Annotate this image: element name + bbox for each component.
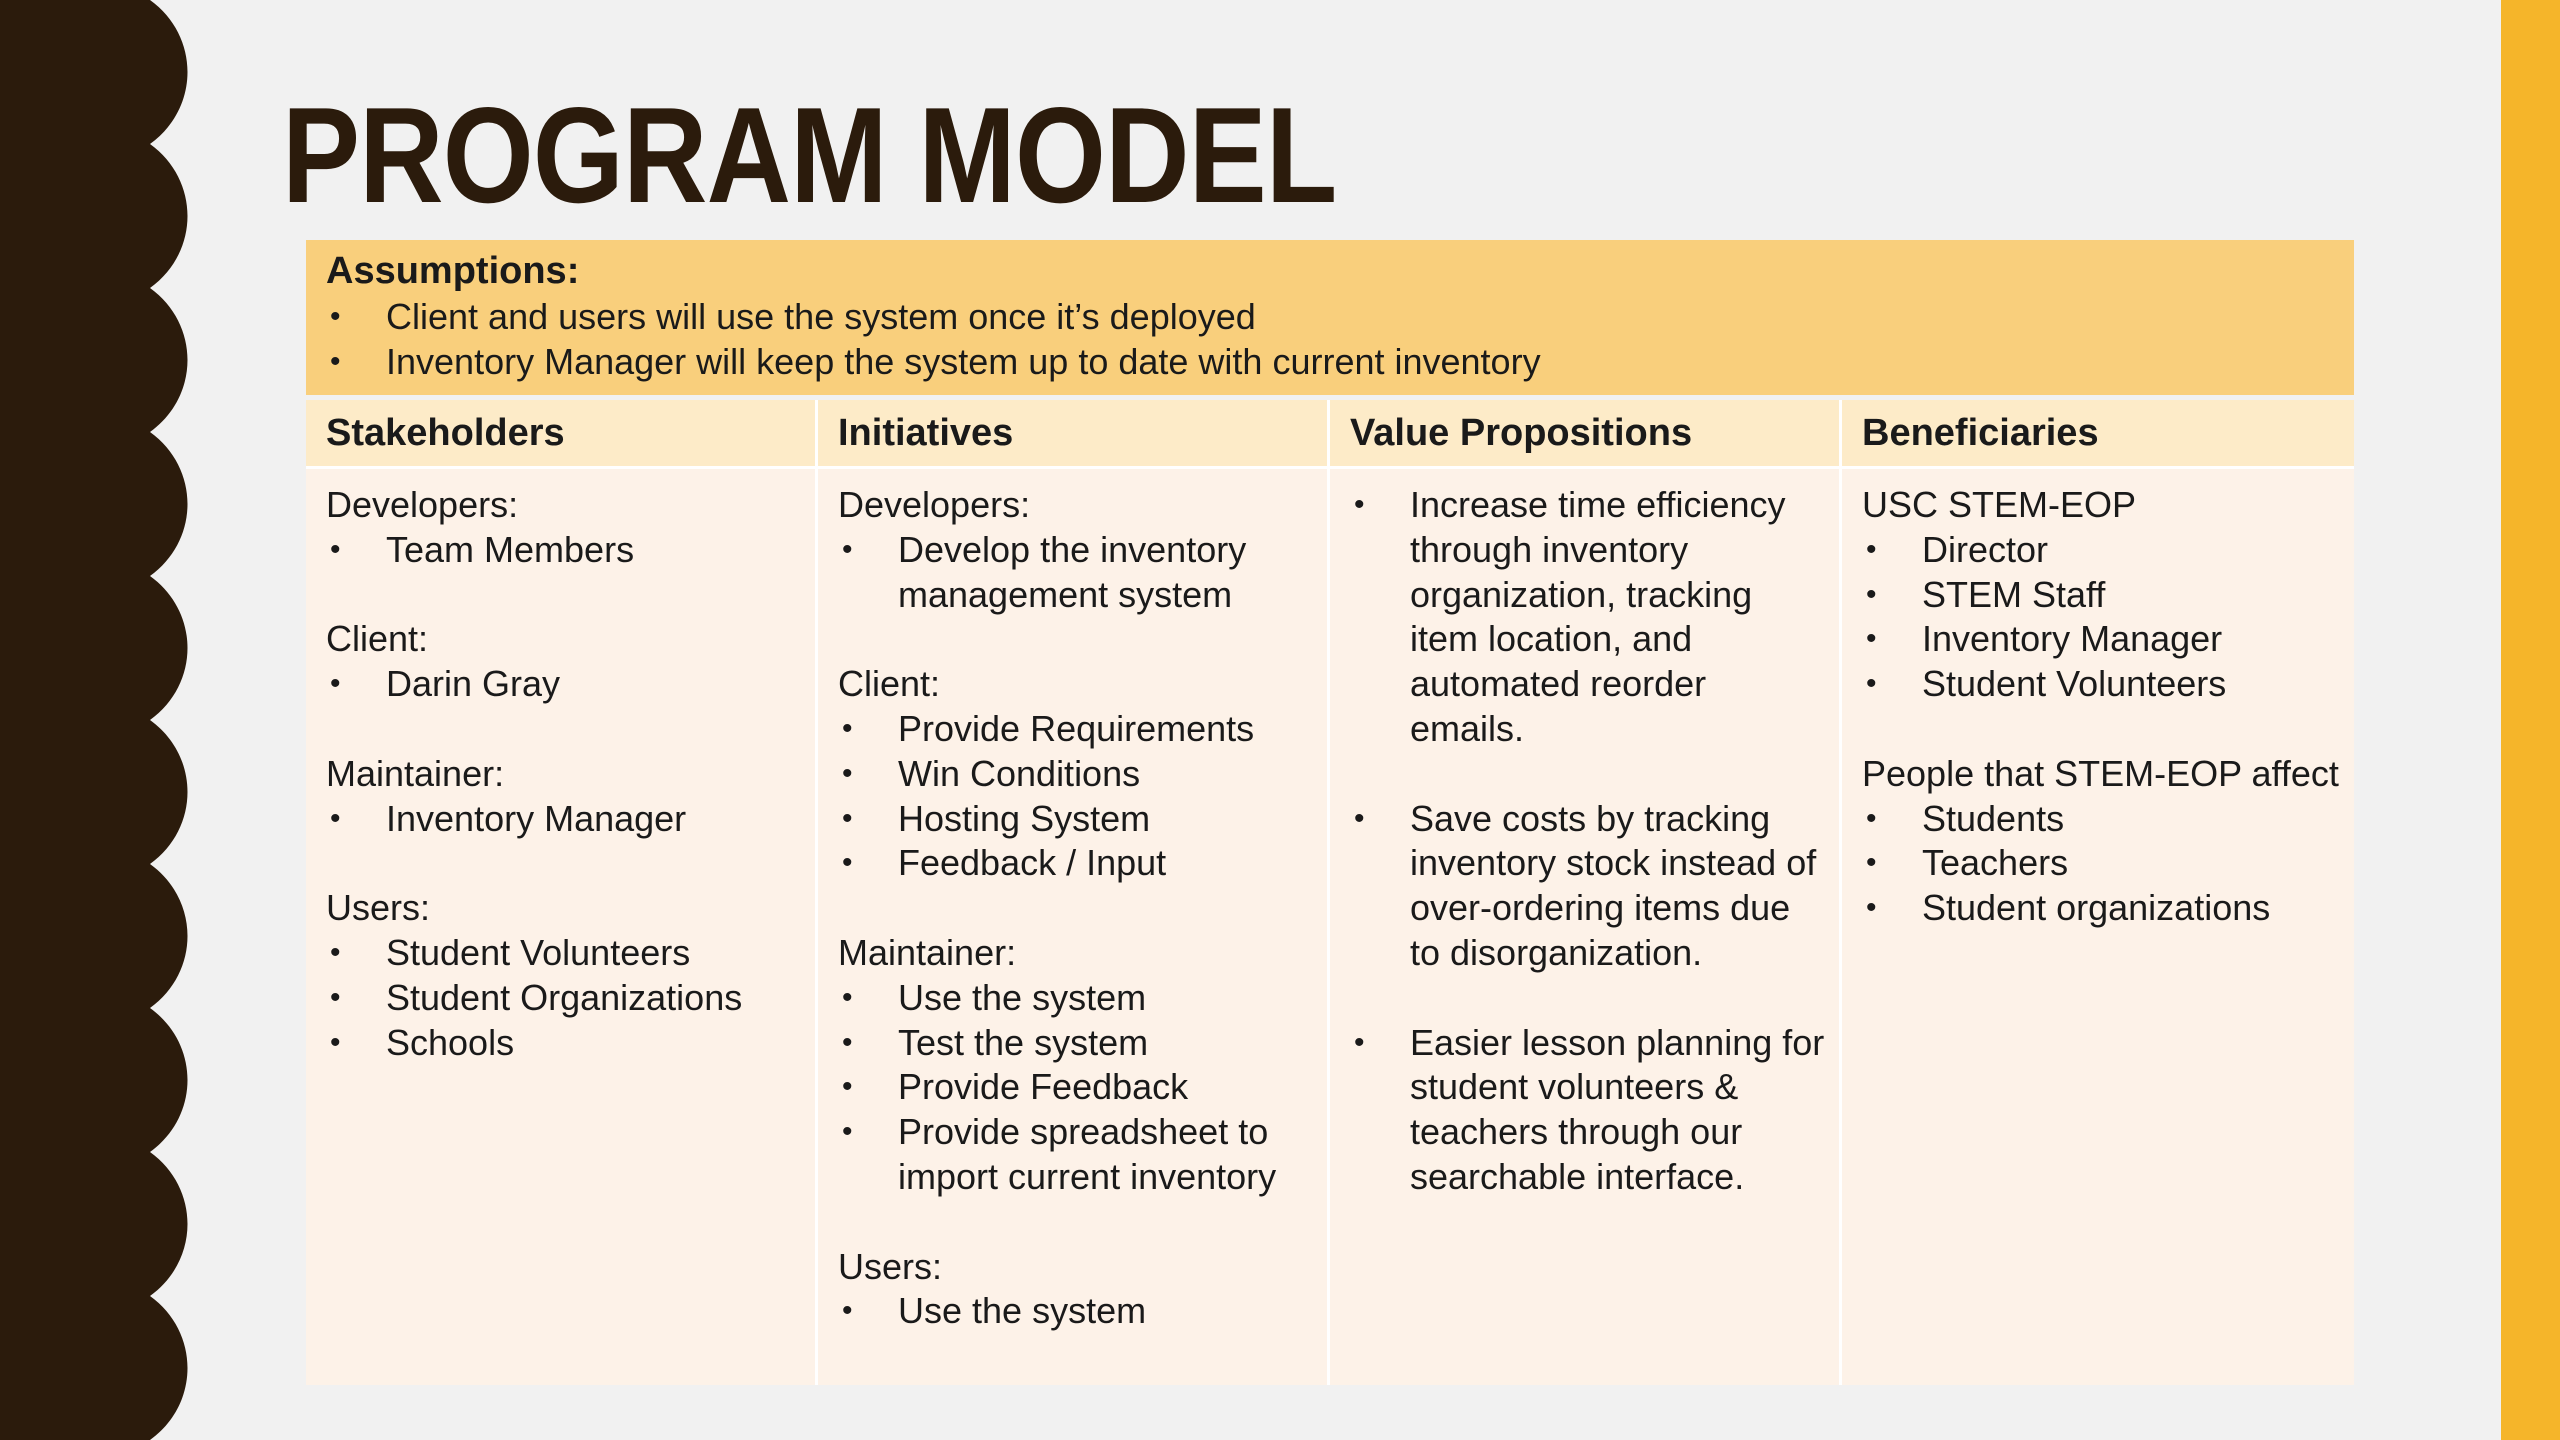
- list-item: •Increase time efficiency: [1350, 483, 1819, 528]
- list-item: •STEM Staff: [1862, 573, 2334, 618]
- list-item: •Provide Requirements: [838, 707, 1307, 752]
- bullet-icon: •: [330, 1025, 341, 1059]
- list-item-continuation: inventory stock instead of: [1410, 842, 1817, 884]
- bullet-icon: •: [842, 711, 853, 745]
- slide-title: PROGRAM MODEL: [282, 79, 1337, 231]
- list-item-continuation: organization, tracking: [1410, 573, 1753, 615]
- column-body: Developers: •Develop the inventory manag…: [818, 469, 1327, 1385]
- list-item: •Easier lesson planning for: [1350, 1021, 1824, 1066]
- list-item-continuation: through inventory: [1410, 528, 1689, 570]
- list-item-continuation: to disorganization.: [1410, 931, 1703, 973]
- group-label: Users:: [838, 1245, 943, 1287]
- bullet-icon: •: [330, 980, 341, 1014]
- column-value-propositions: Value Propositions •Increase time effici…: [1330, 400, 1842, 1385]
- column-header: Stakeholders: [306, 400, 815, 469]
- bullet-icon: •: [1866, 801, 1877, 835]
- list-item: •Use the system: [838, 976, 1307, 1021]
- list-item: •Inventory Manager: [326, 797, 795, 842]
- bullet-icon: •: [842, 1115, 853, 1149]
- list-item-continuation: student volunteers &: [1410, 1066, 1739, 1108]
- bullet-icon: •: [1866, 622, 1877, 656]
- bullet-icon: •: [1866, 667, 1877, 701]
- list-item: •Student Volunteers: [1862, 662, 2334, 707]
- left-wave-band: [0, 0, 188, 1440]
- list-item-continuation: over-ordering items due: [1410, 887, 1791, 929]
- bullet-icon: •: [1866, 846, 1877, 880]
- column-body: •Increase time efficiency through invent…: [1330, 469, 1839, 1385]
- group-label: Maintainer:: [838, 931, 1017, 973]
- list-item: •Director: [1862, 528, 2334, 573]
- column-header: Beneficiaries: [1842, 400, 2354, 469]
- right-accent-bar: [2501, 0, 2560, 1440]
- list-item-continuation: item location, and: [1410, 618, 1693, 660]
- group-label: Client:: [326, 618, 429, 660]
- assumption-item: •Client and users will use the system on…: [330, 296, 1256, 337]
- list-item: •Feedback / Input: [838, 841, 1307, 886]
- bullet-icon: •: [330, 345, 341, 378]
- list-item: •Hosting System: [838, 797, 1307, 842]
- column-stakeholders: Stakeholders Developers: •Team Members C…: [306, 400, 818, 1385]
- list-item: •Inventory Manager: [1862, 617, 2334, 662]
- column-body: Developers: •Team Members Client: •Darin…: [306, 469, 815, 1385]
- list-item: •Student Organizations: [326, 976, 795, 1021]
- column-body: USC STEM-EOP •Director •STEM Staff •Inve…: [1842, 469, 2354, 1385]
- group-label: People that STEM-EOP affect: [1862, 752, 2339, 794]
- list-item: •Provide spreadsheet to: [838, 1110, 1307, 1155]
- column-initiatives: Initiatives Developers: •Develop the inv…: [818, 400, 1330, 1385]
- bullet-icon: •: [330, 801, 341, 835]
- bullet-icon: •: [842, 1070, 853, 1104]
- list-item: •Student Volunteers: [326, 931, 795, 976]
- list-item: •Test the system: [838, 1021, 1307, 1066]
- bullet-icon: •: [1866, 577, 1877, 611]
- bullet-icon: •: [842, 801, 853, 835]
- list-item: •Teachers: [1862, 841, 2334, 886]
- list-item-continuation: import current inventory: [898, 1155, 1277, 1197]
- list-item: •Provide Feedback: [838, 1065, 1307, 1110]
- group-label: Maintainer:: [326, 752, 505, 794]
- bullet-icon: •: [1866, 532, 1877, 566]
- column-header: Initiatives: [818, 400, 1327, 469]
- bullet-icon: •: [330, 935, 341, 969]
- bullet-icon: •: [1354, 1025, 1365, 1059]
- bullet-icon: •: [1866, 891, 1877, 925]
- group-label: Users:: [326, 887, 431, 929]
- bullet-icon: •: [330, 532, 341, 566]
- bullet-icon: •: [1354, 801, 1365, 835]
- assumption-item: •Inventory Manager will keep the system …: [330, 341, 1541, 382]
- program-model-table: Stakeholders Developers: •Team Members C…: [306, 400, 2354, 1385]
- bullet-icon: •: [842, 980, 853, 1014]
- assumptions-box: Assumptions: •Client and users will use …: [306, 240, 2354, 395]
- bullet-icon: •: [1354, 488, 1365, 521]
- bullet-icon: •: [842, 1294, 853, 1328]
- list-item: •Schools: [326, 1021, 795, 1066]
- list-item: •Win Conditions: [838, 752, 1307, 797]
- bullet-icon: •: [842, 1025, 853, 1059]
- list-item-continuation: emails.: [1410, 707, 1525, 749]
- bullet-icon: •: [330, 667, 341, 701]
- group-label: USC STEM-EOP: [1862, 484, 2137, 525]
- list-item: •Students: [1862, 797, 2334, 842]
- list-item-continuation: searchable interface.: [1410, 1155, 1745, 1197]
- column-header: Value Propositions: [1330, 400, 1839, 469]
- list-item: •Student organizations: [1862, 886, 2334, 931]
- list-item: •Darin Gray: [326, 662, 795, 707]
- list-item-continuation: automated reorder: [1410, 663, 1707, 705]
- column-beneficiaries: Beneficiaries USC STEM-EOP •Director •ST…: [1842, 400, 2354, 1385]
- list-item-continuation: teachers through our: [1410, 1111, 1743, 1153]
- list-item-continuation: management system: [898, 573, 1233, 615]
- bullet-icon: •: [842, 846, 853, 880]
- group-label: Developers:: [838, 484, 1031, 525]
- group-label: Client:: [838, 663, 941, 705]
- bullet-icon: •: [330, 300, 341, 333]
- bullet-icon: •: [842, 532, 853, 566]
- list-item: •Team Members: [326, 528, 795, 573]
- assumptions-heading: Assumptions:: [326, 250, 580, 292]
- bullet-icon: •: [842, 756, 853, 790]
- list-item: •Save costs by tracking: [1350, 797, 1819, 842]
- list-item: •Develop the inventory: [838, 528, 1307, 573]
- group-label: Developers:: [326, 484, 519, 525]
- list-item: •Use the system: [838, 1289, 1307, 1334]
